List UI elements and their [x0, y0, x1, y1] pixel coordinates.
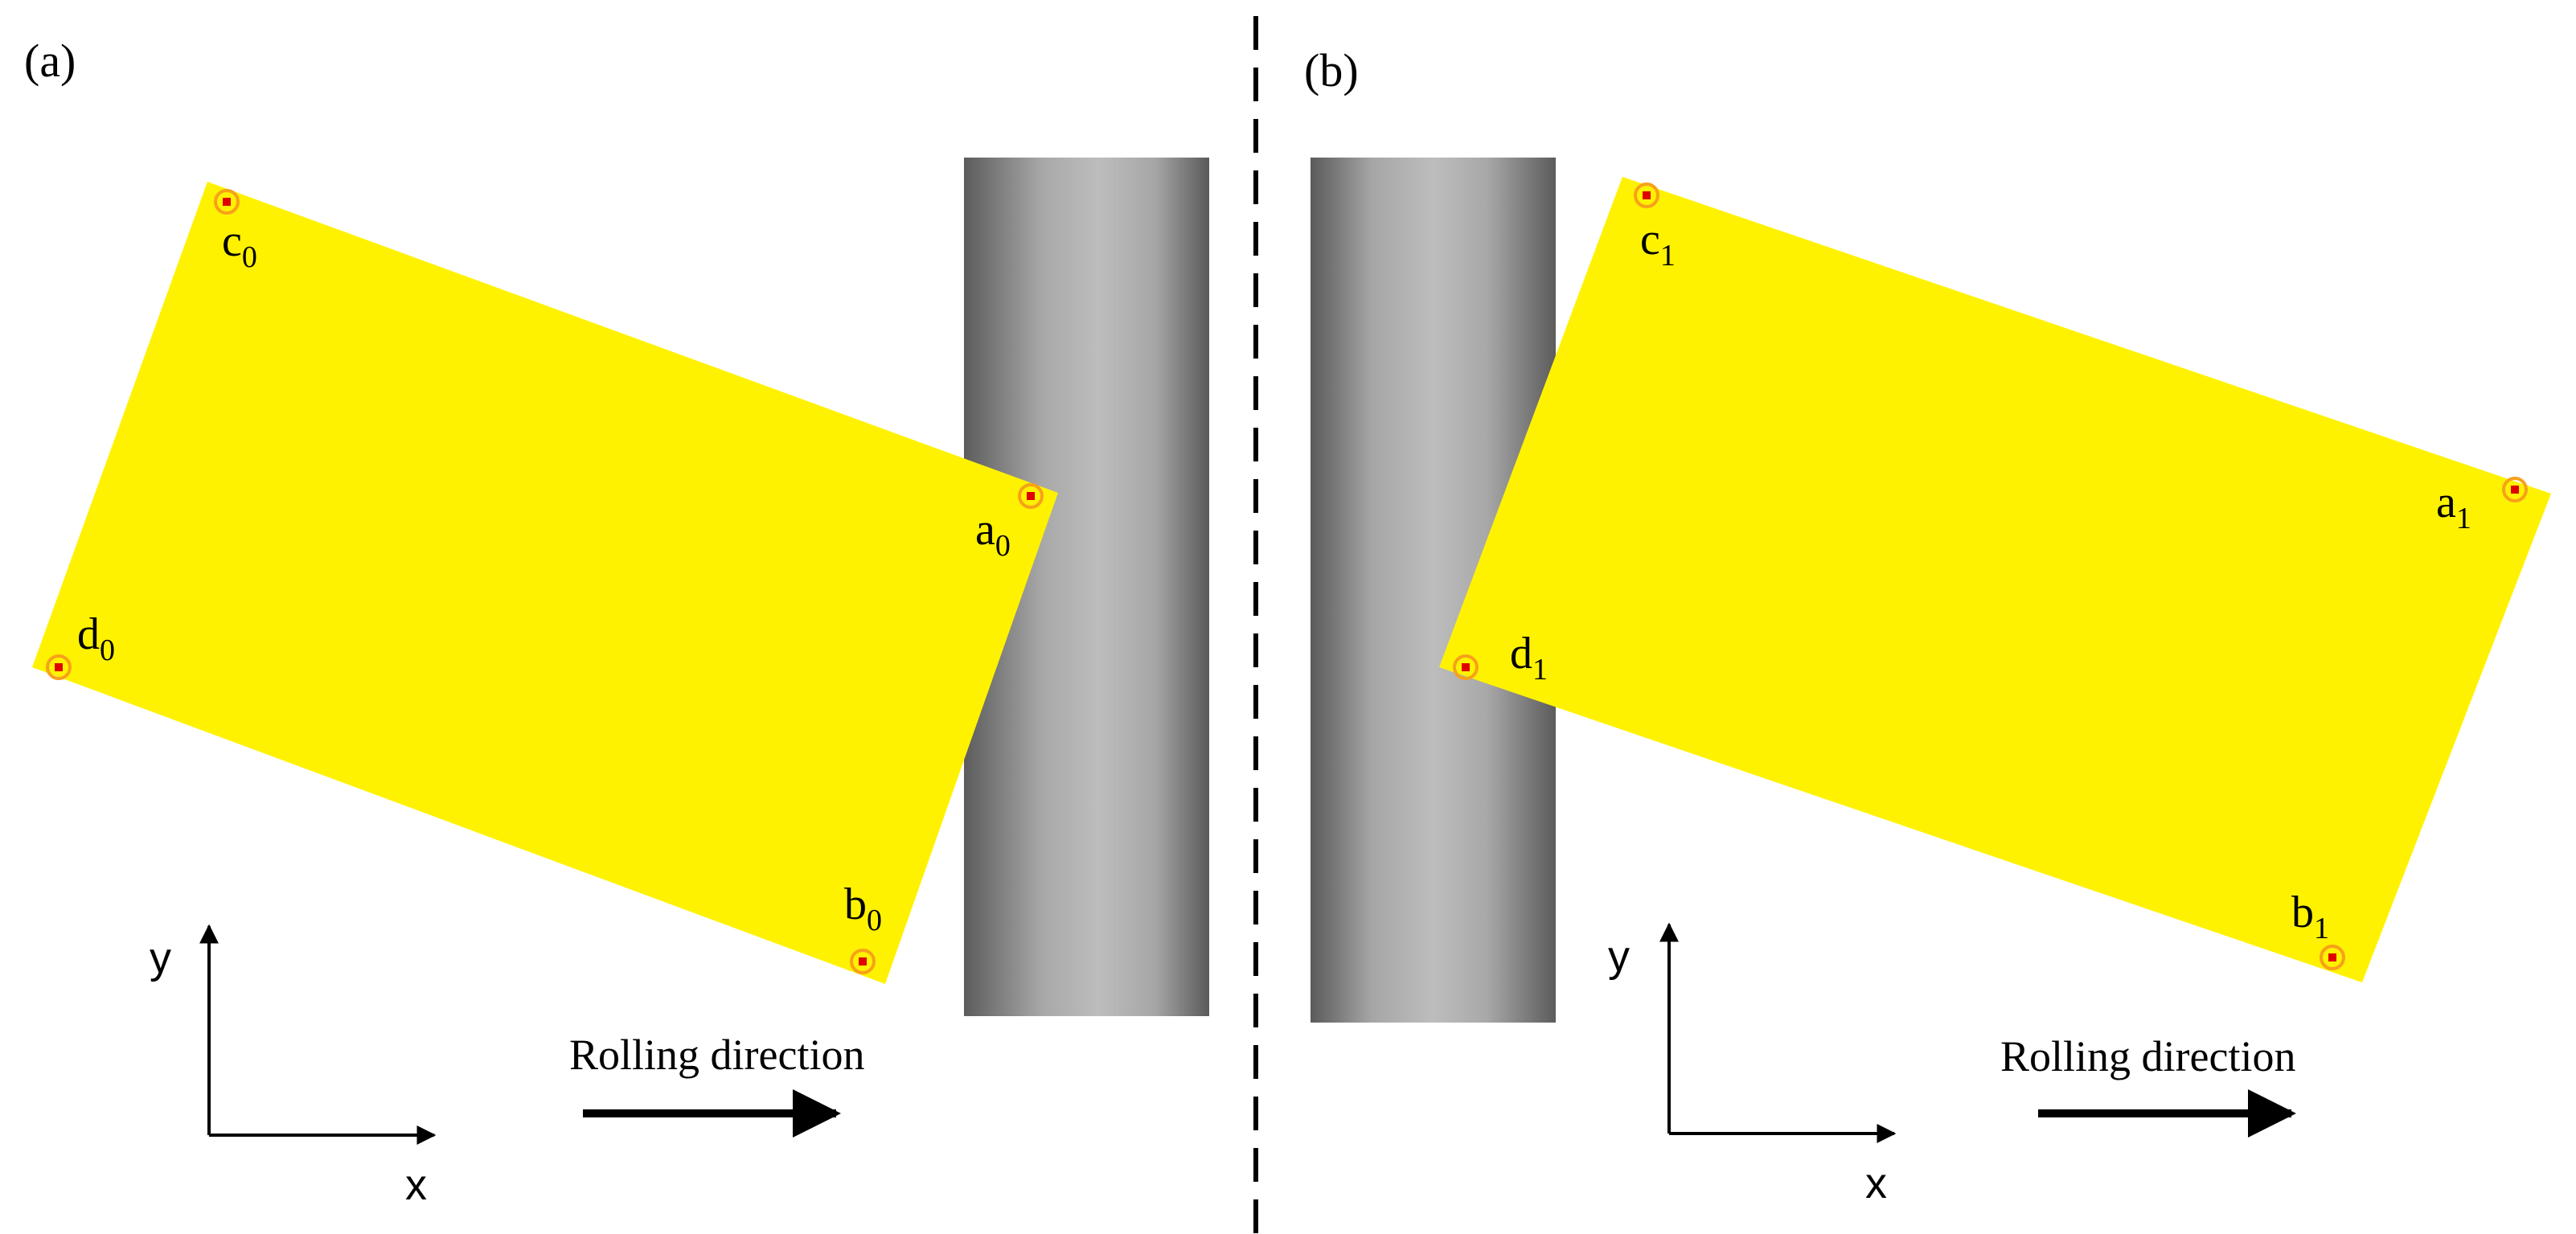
label-d1: d1: [1510, 629, 1548, 687]
label-b1: b1: [2291, 888, 2329, 945]
marker-b1: [2320, 945, 2345, 970]
panel-b: (b) a1 b1 c1: [1304, 44, 2551, 1207]
axis-x-label-b: x: [1865, 1159, 1887, 1207]
marker-d0: [46, 654, 72, 680]
label-d0: d0: [77, 609, 115, 667]
marker-a1: [2502, 477, 2528, 502]
marker-d1: [1453, 654, 1479, 680]
panel-a-label: (a): [24, 35, 76, 87]
label-c1: c1: [1640, 215, 1676, 273]
axes-a: y x: [150, 924, 437, 1209]
plate-a: [32, 182, 1058, 984]
marker-b0: [850, 949, 876, 974]
rolling-direction-label-b: Rolling direction: [2000, 1032, 2295, 1080]
label-c0: c0: [222, 216, 257, 274]
panel-a: (a) a0 b0 c0: [24, 35, 1209, 1209]
plate-b: [1439, 177, 2551, 982]
rolling-direction-label-a: Rolling direction: [569, 1031, 864, 1079]
axes-b: y x: [1608, 922, 1897, 1207]
axis-y-label-a: y: [150, 934, 171, 982]
axis-y-label-b: y: [1608, 933, 1630, 981]
label-a0: a0: [975, 505, 1011, 563]
marker-a0: [1018, 483, 1044, 509]
axis-x-label-a: x: [405, 1161, 427, 1209]
panel-b-label: (b): [1304, 44, 1359, 96]
label-b0: b0: [844, 879, 882, 937]
marker-c0: [214, 189, 240, 215]
label-a1: a1: [2436, 478, 2471, 535]
marker-c1: [1634, 182, 1659, 208]
